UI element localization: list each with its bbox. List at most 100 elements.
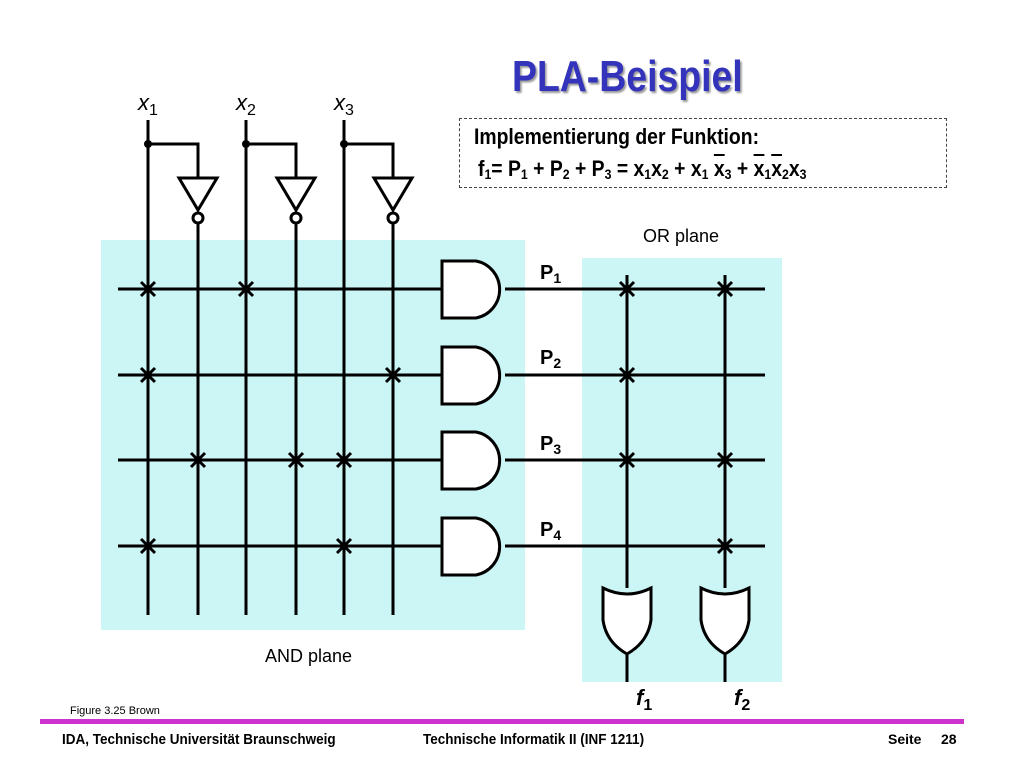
footer-course: Technische Informatik II (INF 1211) — [423, 731, 645, 748]
eq-plus: + — [731, 156, 754, 181]
output-f2-label: f2 — [734, 685, 750, 715]
input-x2-label: x2 — [236, 90, 256, 120]
eq-x2c-sub: 2 — [782, 166, 789, 182]
input-x3-sub: 3 — [345, 102, 354, 119]
p2-and-gate — [440, 345, 502, 406]
p4-name: P — [540, 519, 554, 541]
eq-f: f — [478, 156, 485, 181]
input-x1-name: x — [138, 90, 149, 115]
function-heading: Implementierung der Funktion: — [474, 124, 760, 149]
xmark-f2-p1 — [716, 280, 734, 298]
product-p2-label: P2 — [540, 347, 561, 371]
eq-x2a-sub: 2 — [661, 166, 669, 182]
xmark-p3-x2n — [287, 451, 305, 469]
p3-sub: 3 — [553, 441, 562, 457]
input-x2-name: x — [236, 90, 247, 115]
p1-sub: 1 — [553, 270, 562, 286]
xmark-p1-x2 — [237, 280, 255, 298]
p4-sub: 4 — [553, 527, 562, 543]
output-f1-label: f1 — [636, 685, 652, 715]
wires — [118, 120, 765, 682]
xmark-p3-x3 — [335, 451, 353, 469]
input-x3-label: x3 — [334, 90, 354, 120]
p2-sub: 2 — [553, 355, 562, 371]
input-x2-sub: 2 — [247, 102, 256, 119]
figure-caption: Figure 3.25 Brown — [70, 705, 160, 717]
eq-plus-p3: + P — [569, 156, 605, 181]
f2-sub: 2 — [741, 697, 751, 714]
eq-p2-sub: 2 — [562, 166, 570, 182]
eq-xlast: x — [788, 156, 800, 181]
xmark-p2-x3n — [384, 366, 402, 384]
product-p4-label: P4 — [540, 519, 561, 543]
x2-branch — [246, 142, 298, 178]
product-p3-label: P3 — [540, 433, 561, 457]
f2-name: f — [734, 685, 742, 710]
product-p1-label: P1 — [540, 262, 561, 286]
x2-inverter — [274, 176, 318, 213]
p1-and-gate — [440, 259, 502, 320]
eq-x3c-sub: 3 — [799, 166, 807, 182]
xmark-p4-x3 — [335, 537, 353, 555]
x3-inverter-bubble — [386, 211, 400, 225]
slide-title: PLA-Beispiel — [512, 52, 743, 101]
p2-name: P — [540, 347, 554, 369]
input-x1-sub: 1 — [149, 102, 158, 119]
function-equation: f1= P1 + P2 + P3 = x1x2 + x1 x3 + x1x2x3 — [478, 156, 807, 182]
xmark-p4-x1 — [139, 537, 157, 555]
eq-f-sub: 1 — [484, 166, 492, 182]
eq-plus-p2: + P — [527, 156, 563, 181]
f1-sub: 1 — [643, 697, 653, 714]
eq-x1a-sub: 1 — [644, 166, 652, 182]
x3-inverter — [371, 176, 415, 213]
and-plane-label: AND plane — [265, 646, 353, 666]
x3-branch — [344, 142, 395, 178]
eq-x1c-sub: 1 — [764, 166, 772, 182]
xmark-f2-p3 — [716, 451, 734, 469]
x2-junction — [242, 140, 250, 148]
eq-plus-x: + x — [668, 156, 702, 181]
eq-x1b-sub: 1 — [701, 166, 709, 182]
f1-or-gate — [601, 585, 653, 656]
function-box — [459, 118, 947, 188]
eq-x1bar: x — [753, 156, 765, 181]
f1-name: f — [636, 685, 644, 710]
inverters — [176, 176, 415, 225]
xmark-f2-p4 — [716, 537, 734, 555]
footer-divider — [40, 719, 964, 724]
x2-inverter-bubble — [289, 211, 303, 225]
x1-branch — [148, 142, 200, 178]
or-gates — [601, 585, 751, 656]
xmark-f1-p2 — [618, 366, 636, 384]
eq-p3-sub: 3 — [604, 166, 612, 182]
f2-or-gate — [699, 585, 751, 656]
eq-x: = x — [611, 156, 645, 181]
eq-x2: x — [651, 156, 662, 181]
xmark-p1-x1 — [139, 280, 157, 298]
crosspoints — [139, 280, 734, 555]
p4-and-gate — [440, 516, 502, 577]
footer-institution: IDA, Technische Universität Braunschweig — [62, 731, 336, 748]
eq-x3bar: x — [713, 156, 725, 181]
xmark-p2-x1 — [139, 366, 157, 384]
x1-inverter-bubble — [191, 211, 205, 225]
input-x3-name: x — [334, 90, 345, 115]
and-gates — [440, 259, 502, 577]
footer-page-number: 28 — [941, 731, 957, 747]
p3-name: P — [540, 433, 554, 455]
x1-junction — [144, 140, 152, 148]
eq-p1-sub: 1 — [520, 166, 528, 182]
x3-junction — [340, 140, 348, 148]
or-plane-label: OR plane — [643, 226, 720, 246]
xmark-f1-p3 — [618, 451, 636, 469]
eq-x2bar: x — [771, 156, 783, 181]
eq-lhs: = P — [491, 156, 521, 181]
input-x1-label: x1 — [138, 90, 158, 120]
xmark-f1-p1 — [618, 280, 636, 298]
p3-and-gate — [440, 430, 502, 491]
p1-name: P — [540, 262, 554, 284]
eq-x3b-sub: 3 — [724, 166, 732, 182]
xmark-p3-x1n — [189, 451, 207, 469]
x1-inverter — [176, 176, 220, 213]
